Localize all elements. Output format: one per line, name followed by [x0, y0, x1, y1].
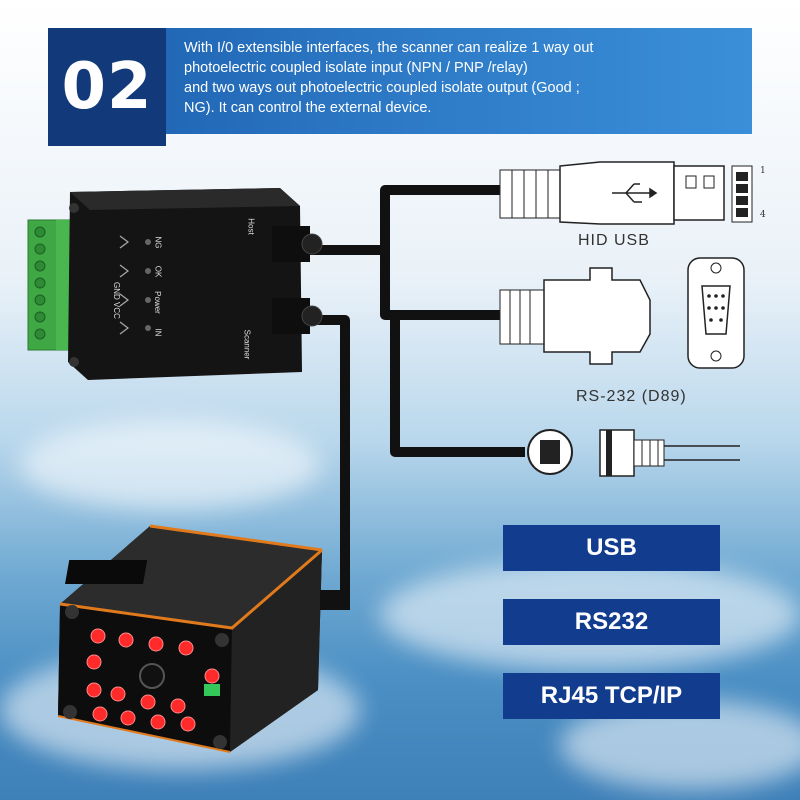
ok-label: OK	[153, 265, 163, 278]
interface-badge-label: USB	[586, 534, 637, 561]
description-line: and two ways out photoelectric coupled i…	[184, 80, 580, 96]
ng-label: NG	[153, 236, 163, 249]
power-label: Power	[152, 291, 162, 314]
pin-1-label: 1	[760, 166, 766, 176]
host-port-label: Host	[246, 218, 256, 235]
description-line: NG). It can control the external device.	[184, 100, 432, 116]
in-label: IN	[153, 328, 163, 337]
gnd-vcc-label: GND VCC	[111, 282, 121, 319]
interface-badge-label: RS232	[574, 608, 649, 635]
interface-badge-rs232: RS232	[503, 599, 720, 645]
scanner-device	[57, 524, 350, 753]
network-connector	[527, 429, 740, 477]
rs232-connector-label: RS-232 (D89)	[576, 388, 687, 405]
description-line: photoelectric coupled isolate input (NPN…	[184, 60, 528, 76]
step-number: 02	[48, 28, 166, 146]
io-host-box	[68, 188, 323, 380]
terminal-block	[27, 219, 75, 351]
interface-badge-label: RJ45 TCP/IP	[540, 682, 683, 709]
usb-connector-label: HID USB	[578, 232, 650, 249]
description: With I/0 extensible interfaces, the scan…	[184, 38, 744, 118]
interface-badge-usb: USB	[503, 525, 720, 571]
scanner-port-label: Scanner	[242, 329, 252, 360]
interface-badge-rj45: RJ45 TCP/IP	[503, 673, 720, 719]
description-line: With I/0 extensible interfaces, the scan…	[184, 40, 594, 56]
rs232-connector	[499, 257, 745, 369]
pin-4-label: 4	[760, 210, 766, 220]
cable-harness	[300, 185, 525, 605]
usb-connector	[499, 161, 753, 225]
